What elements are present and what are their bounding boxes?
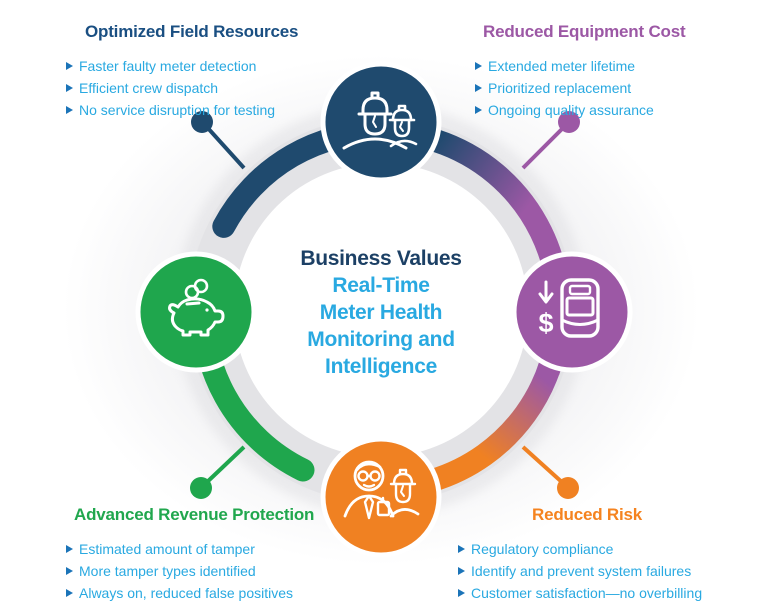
bullet-text: More tamper types identified bbox=[79, 563, 256, 579]
field-workers-icon bbox=[342, 91, 418, 150]
quadrant-title-reduced-risk: Reduced Risk bbox=[532, 505, 643, 524]
connector-dot-bottom-left bbox=[190, 477, 212, 499]
center-hub-circle bbox=[234, 163, 528, 457]
bullet-item: Regulatory compliance bbox=[458, 538, 702, 560]
bullet-arrow-icon bbox=[458, 567, 465, 575]
connector-bottom-left bbox=[190, 445, 246, 499]
bullet-text: Estimated amount of tamper bbox=[79, 541, 255, 557]
bullet-item: Customer satisfaction—no overbilling bbox=[458, 582, 702, 604]
quadrant-title-advanced-revenue-protection: Advanced Revenue Protection bbox=[74, 505, 315, 524]
bullet-item: Ongoing quality assurance bbox=[475, 99, 685, 121]
bullet-item: Estimated amount of tamper bbox=[66, 538, 314, 560]
quadrant-bottom-right: Reduced Risk Regulatory compliance Ident… bbox=[458, 504, 702, 604]
bullet-text: Always on, reduced false positives bbox=[79, 585, 293, 601]
bullet-text: Customer satisfaction—no overbilling bbox=[471, 585, 703, 601]
bullet-arrow-icon bbox=[475, 84, 482, 92]
bullet-arrow-icon bbox=[458, 589, 465, 597]
bullet-item: Efficient crew dispatch bbox=[66, 77, 298, 99]
bullet-item: Extended meter lifetime bbox=[475, 55, 685, 77]
bullet-item: No service disruption for testing bbox=[66, 99, 298, 121]
bullet-arrow-icon bbox=[66, 567, 73, 575]
bullet-item: Faster faulty meter detection bbox=[66, 55, 298, 77]
meter-dollar-icon: $ bbox=[538, 278, 600, 338]
center-title: Business Values bbox=[300, 247, 462, 270]
quadrant-top-left: Optimized Field Resources Faster faulty … bbox=[66, 21, 298, 121]
quadrant-top-right: Reduced Equipment Cost Extended meter li… bbox=[475, 21, 686, 121]
bullet-item: Prioritized replacement bbox=[475, 77, 685, 99]
bullet-text: Extended meter lifetime bbox=[488, 58, 636, 74]
quadrant-title-reduced-equipment-cost: Reduced Equipment Cost bbox=[483, 22, 686, 41]
center-text-block: Business Values Real-Time Meter Health M… bbox=[231, 245, 531, 380]
center-subtitle-line: Real-Time bbox=[332, 274, 430, 297]
connector-dot-top-left bbox=[191, 111, 213, 133]
bullet-item: Always on, reduced false positives bbox=[66, 582, 314, 604]
bullet-arrow-icon bbox=[66, 62, 73, 70]
dollar-sign-glyph: $ bbox=[538, 308, 553, 338]
bullet-arrow-icon bbox=[66, 84, 73, 92]
bullet-text: Identify and prevent system failures bbox=[471, 563, 692, 579]
connector-dot-bottom-right bbox=[557, 477, 579, 499]
bullet-text: Prioritized replacement bbox=[488, 80, 632, 96]
node-circle-top bbox=[320, 61, 442, 183]
bullet-arrow-icon bbox=[66, 589, 73, 597]
bullet-list: Regulatory compliance Identify and preve… bbox=[458, 538, 702, 604]
node-circle-left bbox=[135, 251, 257, 373]
bullet-text: Regulatory compliance bbox=[471, 541, 614, 557]
bullet-item: Identify and prevent system failures bbox=[458, 560, 702, 582]
connector-top-right bbox=[521, 111, 580, 170]
bullet-text: Faster faulty meter detection bbox=[79, 58, 257, 74]
connector-dot-top-right bbox=[558, 111, 580, 133]
node-circle-right bbox=[511, 251, 633, 373]
bullet-arrow-icon bbox=[475, 62, 482, 70]
connector-top-left bbox=[191, 111, 246, 170]
piggy-bank-icon bbox=[168, 278, 225, 337]
connector-bottom-right bbox=[521, 445, 579, 499]
bullet-list: Estimated amount of tamper More tamper t… bbox=[66, 538, 314, 604]
bullet-text: Efficient crew dispatch bbox=[79, 80, 219, 96]
bullet-arrow-icon bbox=[475, 106, 482, 114]
bullet-text: No service disruption for testing bbox=[79, 102, 276, 118]
center-subtitle-line: Meter Health bbox=[319, 301, 443, 324]
bullet-arrow-icon bbox=[458, 545, 465, 553]
bullet-list: Extended meter lifetime Prioritized repl… bbox=[475, 55, 685, 121]
bullet-text: Ongoing quality assurance bbox=[488, 102, 654, 118]
bullet-arrow-icon bbox=[66, 545, 73, 553]
quadrant-title-optimized-field-resources: Optimized Field Resources bbox=[85, 22, 299, 41]
center-subtitle-line: Intelligence bbox=[325, 355, 437, 378]
quadrant-bottom-left: Advanced Revenue Protection Estimated am… bbox=[66, 504, 314, 604]
bullet-arrow-icon bbox=[66, 106, 73, 114]
inspector-worker-icon bbox=[343, 460, 420, 520]
bullet-item: More tamper types identified bbox=[66, 560, 314, 582]
bullet-list: Faster faulty meter detection Efficient … bbox=[66, 55, 298, 121]
center-subtitle-line: Monitoring and bbox=[307, 328, 455, 351]
node-circle-bottom bbox=[320, 436, 442, 558]
